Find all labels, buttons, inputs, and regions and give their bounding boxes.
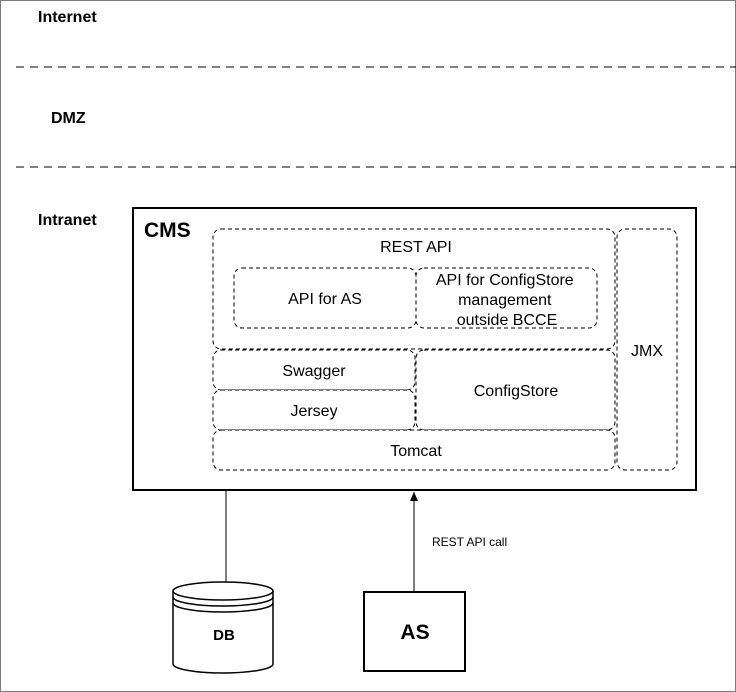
rest-api-label: REST API: [380, 239, 452, 256]
zone-label-dmz: DMZ: [51, 110, 86, 127]
jersey-box: [212, 389, 416, 431]
jmx-label: JMX: [631, 343, 663, 360]
db-label: DB: [213, 627, 235, 644]
as-box: [363, 591, 466, 672]
jmx-box: [616, 228, 678, 471]
as-label: AS: [400, 621, 429, 644]
tomcat-box: [212, 429, 616, 471]
api-for-as-box: [233, 267, 417, 329]
swagger-label: Swagger: [282, 363, 346, 380]
zone-label-intranet: Intranet: [38, 212, 97, 229]
cms-title: CMS: [144, 219, 191, 242]
api-configstore-line-3: outside BCCE: [457, 312, 558, 329]
swagger-box: [212, 349, 416, 391]
api-configstore-box: [415, 267, 598, 329]
jersey-label: Jersey: [290, 403, 337, 420]
api-configstore-line-1: API for ConfigStore: [436, 272, 574, 289]
api-for-as-label: API for AS: [288, 291, 362, 308]
tomcat-label: Tomcat: [390, 443, 442, 460]
api-configstore-line-2: management: [458, 292, 552, 309]
configstore-box: [415, 349, 616, 431]
configstore-label: ConfigStore: [474, 383, 559, 400]
api-configstore-label: API for ConfigStore management outside B…: [436, 272, 578, 329]
db-cylinder: [172, 581, 274, 674]
zone-label-internet: Internet: [38, 9, 97, 26]
rest-api-call-label: REST API call: [432, 535, 507, 549]
